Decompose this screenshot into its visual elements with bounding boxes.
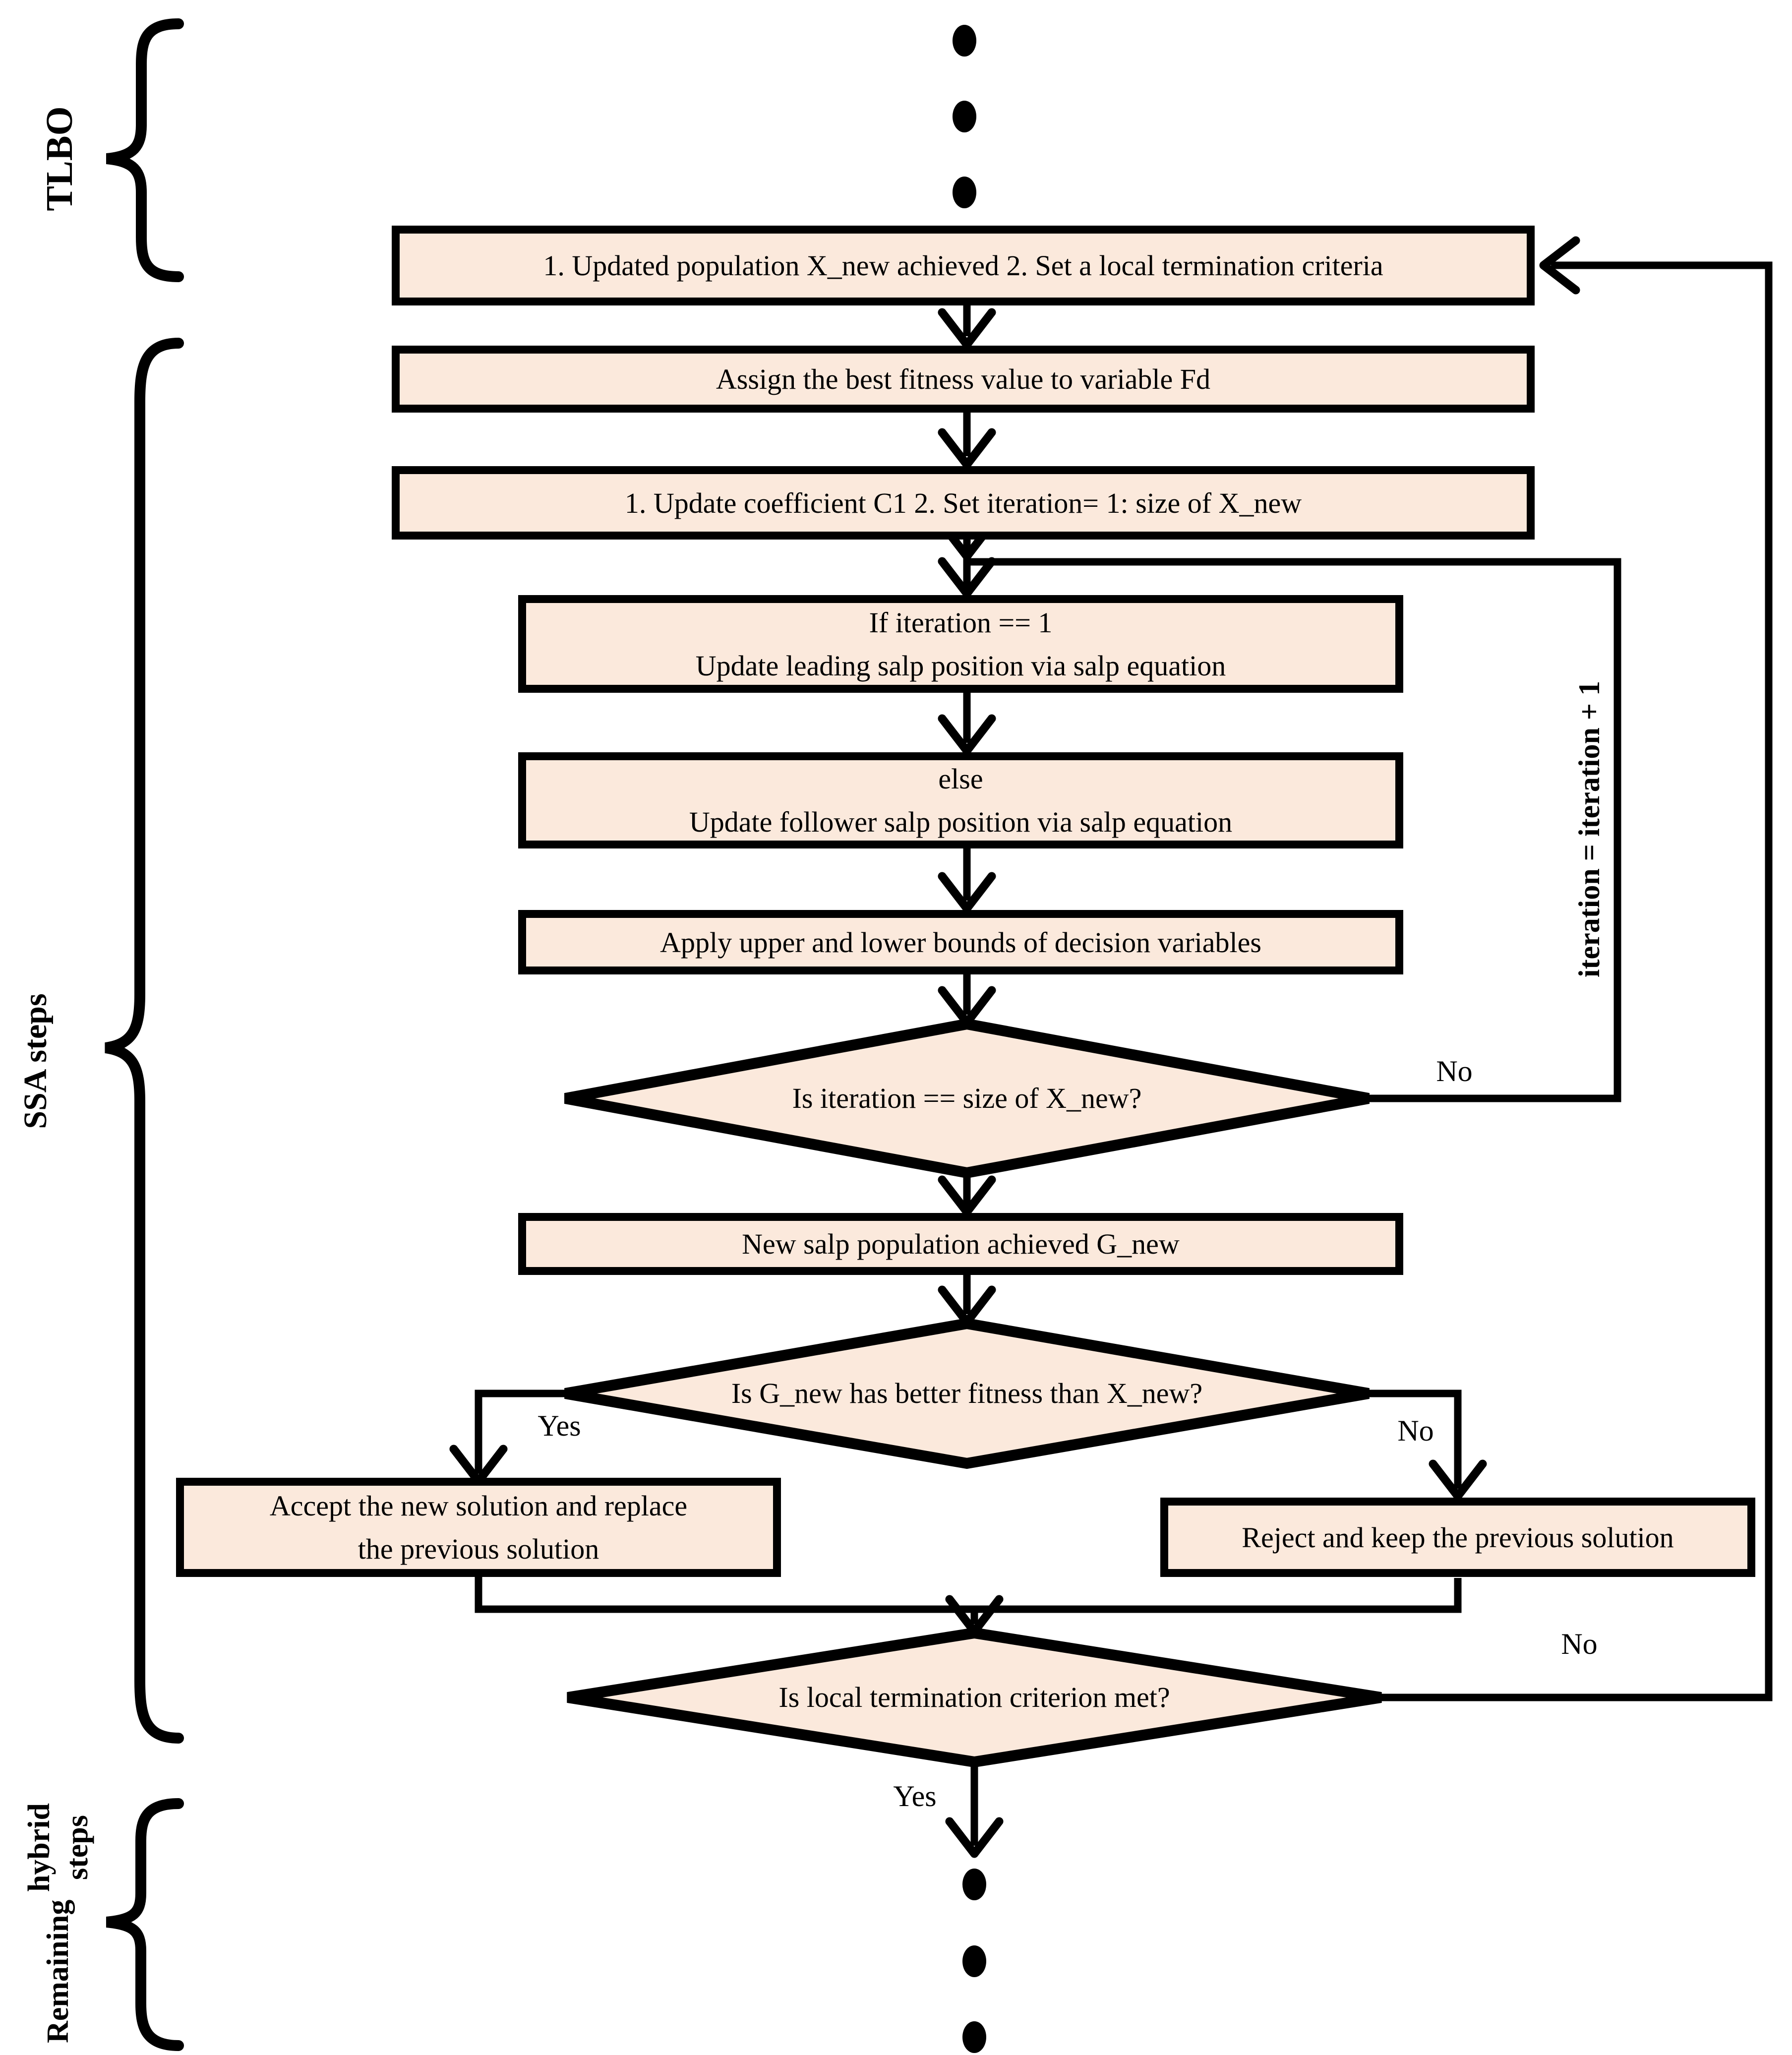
box-new-population: New salp population achieved G_new (518, 1213, 1403, 1275)
box-apply-bounds-text: Apply upper and lower bounds of decision… (660, 926, 1261, 959)
box-reject-solution: Reject and keep the previous solution (1160, 1498, 1755, 1577)
box-accept-solution-line2: the previous solution (358, 1533, 599, 1565)
box-assign-fitness: Assign the best fitness value to variabl… (392, 346, 1535, 413)
diamond-termination-label: Is local termination criterion met? (778, 1681, 1170, 1714)
box-if-iteration-line1: If iteration == 1 (869, 606, 1053, 639)
box-accept-solution-line1: Accept the new solution and replace (269, 1490, 688, 1522)
arrowhead-yes-exit (945, 1817, 1004, 1858)
label-no-termination: No (1561, 1628, 1598, 1660)
label-yes-termination: Yes (893, 1780, 937, 1813)
arrowhead-into-box5 (938, 714, 996, 755)
brace-ssa (105, 338, 184, 1744)
diamond-fitness-label: Is G_new has better fitness than X_new? (731, 1377, 1203, 1410)
box-if-iteration-line2: Update leading salp position via salp eq… (695, 649, 1226, 682)
label-iteration-loop: iteration = iteration + 1 (1572, 680, 1606, 978)
box-reject-solution-text: Reject and keep the previous solution (1242, 1521, 1674, 1554)
box-else-follower-line2: Update follower salp position via salp e… (689, 806, 1233, 838)
label-ssa-steps: SSA steps (17, 993, 54, 1129)
arrowhead-into-box1 (1539, 236, 1580, 295)
arrowhead-into-box6 (938, 872, 996, 913)
ellipsis-top-icon (953, 25, 976, 208)
arrowhead-into-box4 (938, 557, 996, 598)
label-tlbo: TLBO (38, 106, 80, 211)
box-new-population-text: New salp population achieved G_new (742, 1228, 1180, 1260)
box-assign-fitness-text: Assign the best fitness value to variabl… (716, 363, 1211, 395)
merge-box8-box9 (475, 1577, 1462, 1613)
label-no-fitness: No (1397, 1414, 1434, 1447)
arrowhead-into-box7 (938, 1175, 996, 1216)
box-if-iteration: If iteration == 1 Update leading salp po… (518, 595, 1403, 693)
arrowhead-into-box3 (938, 428, 996, 469)
box-updated-population-text: 1. Updated population X_new achieved 2. … (543, 249, 1383, 282)
label-no-iteration: No (1436, 1055, 1473, 1088)
arrowhead-into-box2 (938, 308, 996, 349)
loop-termination-line (1378, 261, 1773, 1701)
diamond-fitness-shape (564, 1318, 1370, 1469)
diamond-termination-shape (567, 1627, 1382, 1768)
label-remaining-line1: Remaining (41, 1899, 75, 2044)
brace-remaining (106, 1798, 184, 2051)
branch-no-diamond2 (1366, 1390, 1462, 1489)
label-yes-fitness: Yes (538, 1409, 581, 1442)
loop-iteration-line (967, 558, 1621, 1102)
box-accept-solution: Accept the new solution and replace the … (176, 1478, 781, 1577)
ellipsis-bottom-icon (962, 1869, 986, 2053)
box-else-follower-line1: else (938, 763, 983, 795)
label-remaining-line2: hybrid steps (22, 1803, 95, 1892)
label-remaining-hybrid-steps: Remaining hybrid steps (16, 1803, 101, 2043)
box-update-coefficient-text: 1. Update coefficient C1 2. Set iteratio… (624, 486, 1302, 519)
box-update-coefficient: 1. Update coefficient C1 2. Set iteratio… (392, 466, 1535, 540)
diamond-iteration-shape (564, 1018, 1370, 1179)
arrowhead-into-box9 (1429, 1459, 1487, 1501)
box-else-follower: else Update follower salp position via s… (518, 752, 1403, 848)
box-apply-bounds: Apply upper and lower bounds of decision… (518, 910, 1403, 974)
branch-yes-diamond2 (475, 1390, 568, 1474)
brace-tlbo (106, 18, 184, 282)
box-updated-population: 1. Updated population X_new achieved 2. … (392, 226, 1535, 305)
diamond-iteration-label: Is iteration == size of X_new? (792, 1082, 1142, 1115)
